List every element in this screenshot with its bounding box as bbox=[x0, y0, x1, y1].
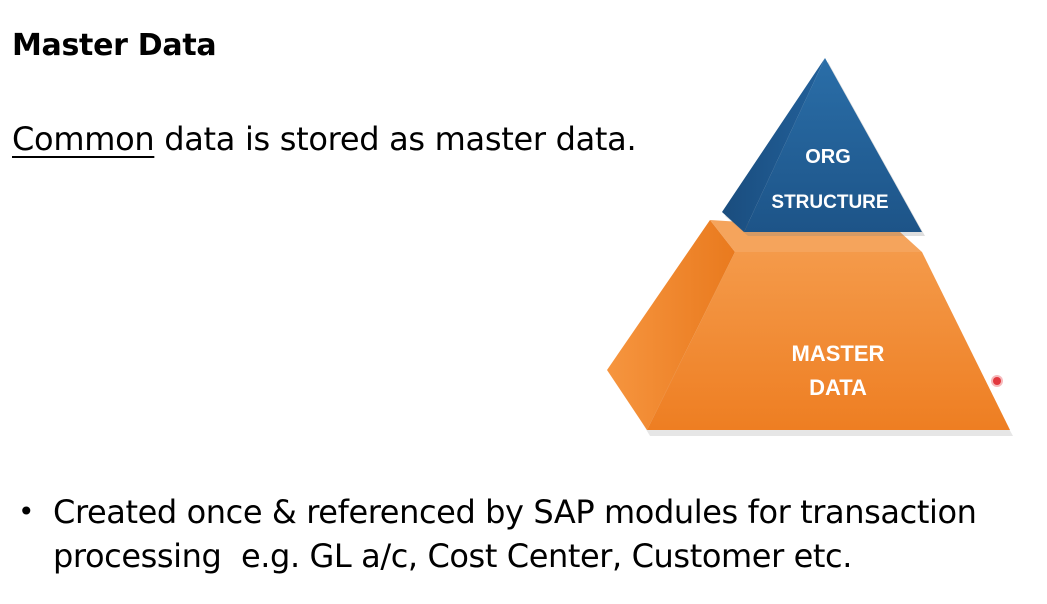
bullet-item: Created once & referenced by SAP modules… bbox=[53, 490, 1043, 578]
subtitle-underlined-word: Common bbox=[12, 120, 155, 158]
laser-pointer-dot bbox=[993, 377, 1001, 385]
master-data-tier-side bbox=[607, 220, 735, 430]
bullet-line-2: processing e.g. GL a/c, Cost Center, Cus… bbox=[53, 537, 853, 575]
subtitle-text: data is stored as master data. bbox=[154, 120, 637, 158]
org-structure-tier-side bbox=[722, 58, 825, 232]
org-structure-tier: ORG STRUCTURE bbox=[722, 58, 925, 236]
slide-title: Master Data bbox=[12, 28, 217, 63]
org-structure-tier-face bbox=[744, 58, 922, 232]
master-data-tier: MASTER DATA bbox=[607, 220, 1013, 436]
master-data-label-line2: DATA bbox=[809, 375, 867, 400]
master-data-label-line1: MASTER bbox=[792, 341, 885, 366]
bullet-marker: • bbox=[18, 495, 35, 528]
bullet-line-1: Created once & referenced by SAP modules… bbox=[53, 493, 977, 531]
master-data-tier-face bbox=[647, 252, 1010, 430]
org-structure-label-line2: STRUCTURE bbox=[771, 192, 888, 213]
org-structure-label-line1: ORG bbox=[805, 146, 851, 168]
slide-subtitle: Common data is stored as master data. bbox=[12, 120, 637, 158]
